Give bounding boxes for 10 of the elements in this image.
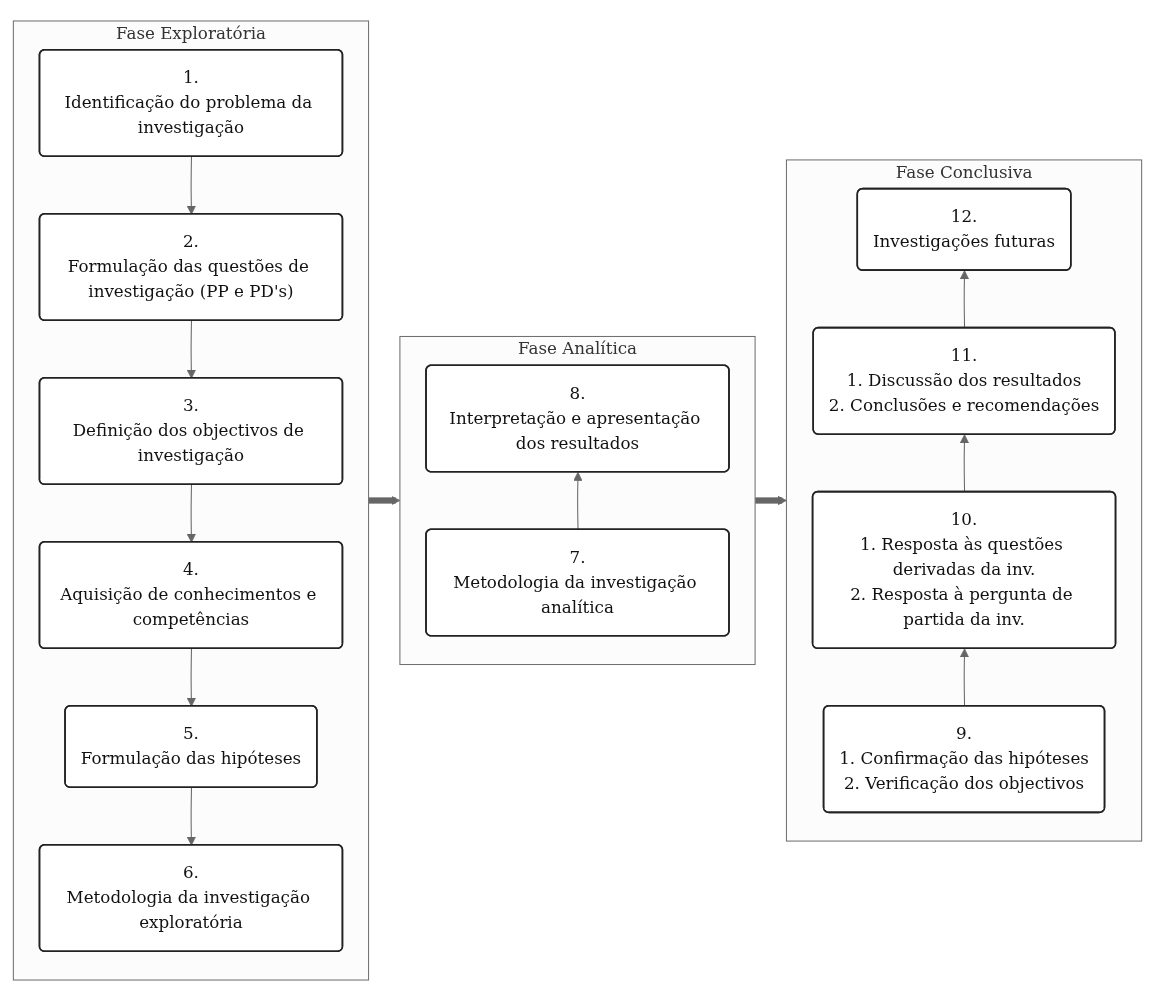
arrow — [754, 495, 787, 506]
arrow — [959, 270, 969, 329]
arrow — [186, 648, 196, 707]
arrow — [959, 648, 969, 707]
arrow — [186, 320, 196, 379]
arrow — [186, 156, 196, 215]
arrow — [573, 471, 583, 531]
arrow — [186, 787, 196, 846]
arrow — [959, 434, 969, 493]
arrow — [186, 484, 196, 543]
